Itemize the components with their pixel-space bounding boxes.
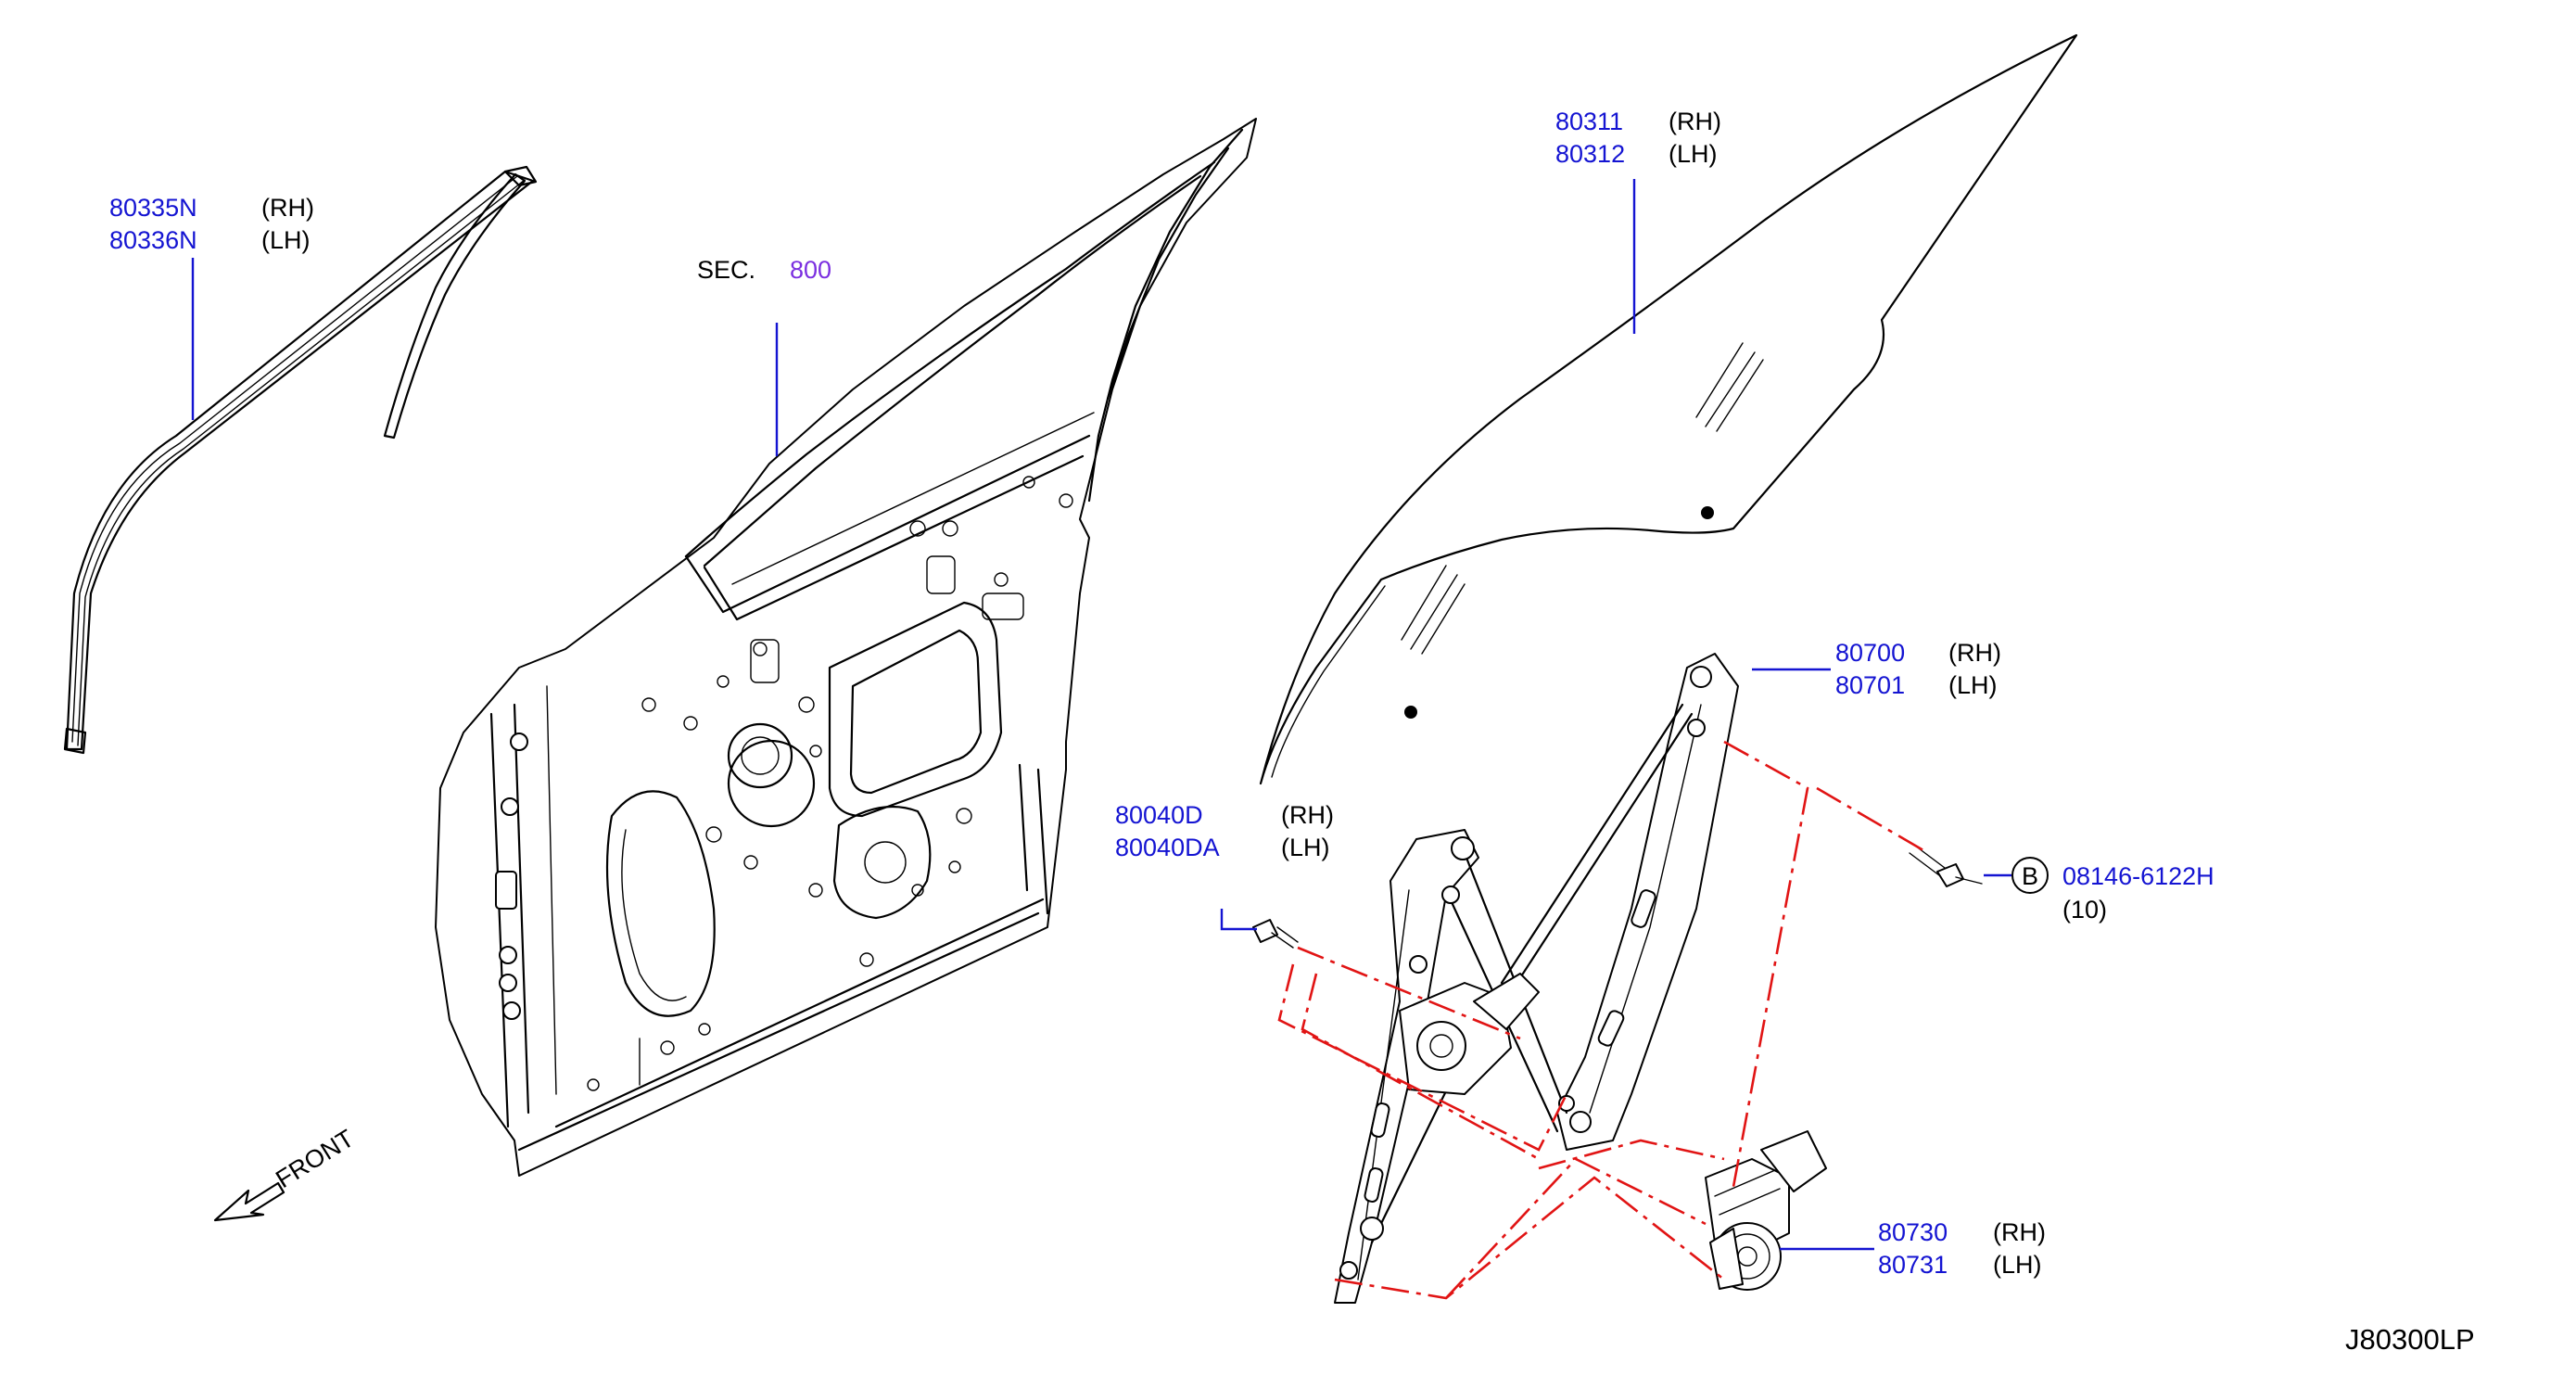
door-window-glass[interactable] (1259, 33, 2078, 785)
regulator-bolt[interactable] (1252, 919, 1299, 949)
side-lh: (LH) (1993, 1251, 2042, 1279)
part-number-rh: 80040D (1115, 801, 1203, 829)
marker-b-icon (2011, 857, 2049, 894)
fastener-bolt-b[interactable] (1909, 845, 1983, 887)
side-rh: (RH) (1993, 1218, 2046, 1246)
side-lh: (LH) (1669, 140, 1718, 168)
front-direction-indicator: FRONT (213, 1124, 359, 1222)
side-rh: (RH) (1281, 801, 1334, 829)
callout-leader-lines (191, 179, 2011, 1251)
callout-molding[interactable]: 80335N (RH) 80336N (LH) (109, 194, 314, 254)
callout-fastener[interactable]: B 08146-6122H (10) (2011, 857, 2214, 924)
front-label: FRONT (271, 1124, 359, 1193)
door-inner-panel[interactable] (435, 118, 1257, 1177)
callout-section-ref[interactable]: SEC. 800 (697, 256, 831, 284)
part-number-lh: 80336N (109, 226, 197, 254)
part-number-lh: 80040DA (1115, 834, 1220, 861)
side-lh: (LH) (261, 226, 311, 254)
part-number: 08146-6122H (2062, 862, 2214, 890)
marker-letter: B (2022, 862, 2038, 890)
window-regulator-motor[interactable] (1705, 1130, 1827, 1291)
window-molding-strip[interactable] (63, 165, 538, 755)
callout-bolt[interactable]: 80040D (RH) 80040DA (LH) (1115, 801, 1334, 861)
callout-motor[interactable]: 80730 (RH) 80731 (LH) (1878, 1218, 2046, 1279)
quantity: (10) (2062, 896, 2107, 924)
side-rh: (RH) (261, 194, 314, 222)
window-regulator[interactable] (1334, 653, 1739, 1304)
side-lh: (LH) (1281, 834, 1330, 861)
callout-regulator[interactable]: 80700 (RH) 80701 (LH) (1835, 639, 2001, 699)
front-arrow-icon (213, 1181, 286, 1222)
section-prefix: SEC. (697, 256, 755, 284)
part-number-rh: 80311 (1555, 108, 1623, 135)
part-number-rh: 80730 (1878, 1218, 1948, 1246)
callout-glass[interactable]: 80311 (RH) 80312 (LH) (1555, 108, 1721, 168)
side-lh: (LH) (1948, 671, 1998, 699)
side-rh: (RH) (1669, 108, 1721, 135)
part-number-lh: 80312 (1555, 140, 1625, 168)
part-number-lh: 80731 (1878, 1251, 1948, 1279)
diagram-code: J80300LP (2345, 1323, 2475, 1356)
part-number-rh: 80335N (109, 194, 197, 222)
assembly-indicator-lines (1277, 740, 1929, 1300)
side-rh: (RH) (1948, 639, 2001, 667)
part-number-rh: 80700 (1835, 639, 1905, 667)
part-number-lh: 80701 (1835, 671, 1905, 699)
section-number[interactable]: 800 (790, 256, 831, 284)
